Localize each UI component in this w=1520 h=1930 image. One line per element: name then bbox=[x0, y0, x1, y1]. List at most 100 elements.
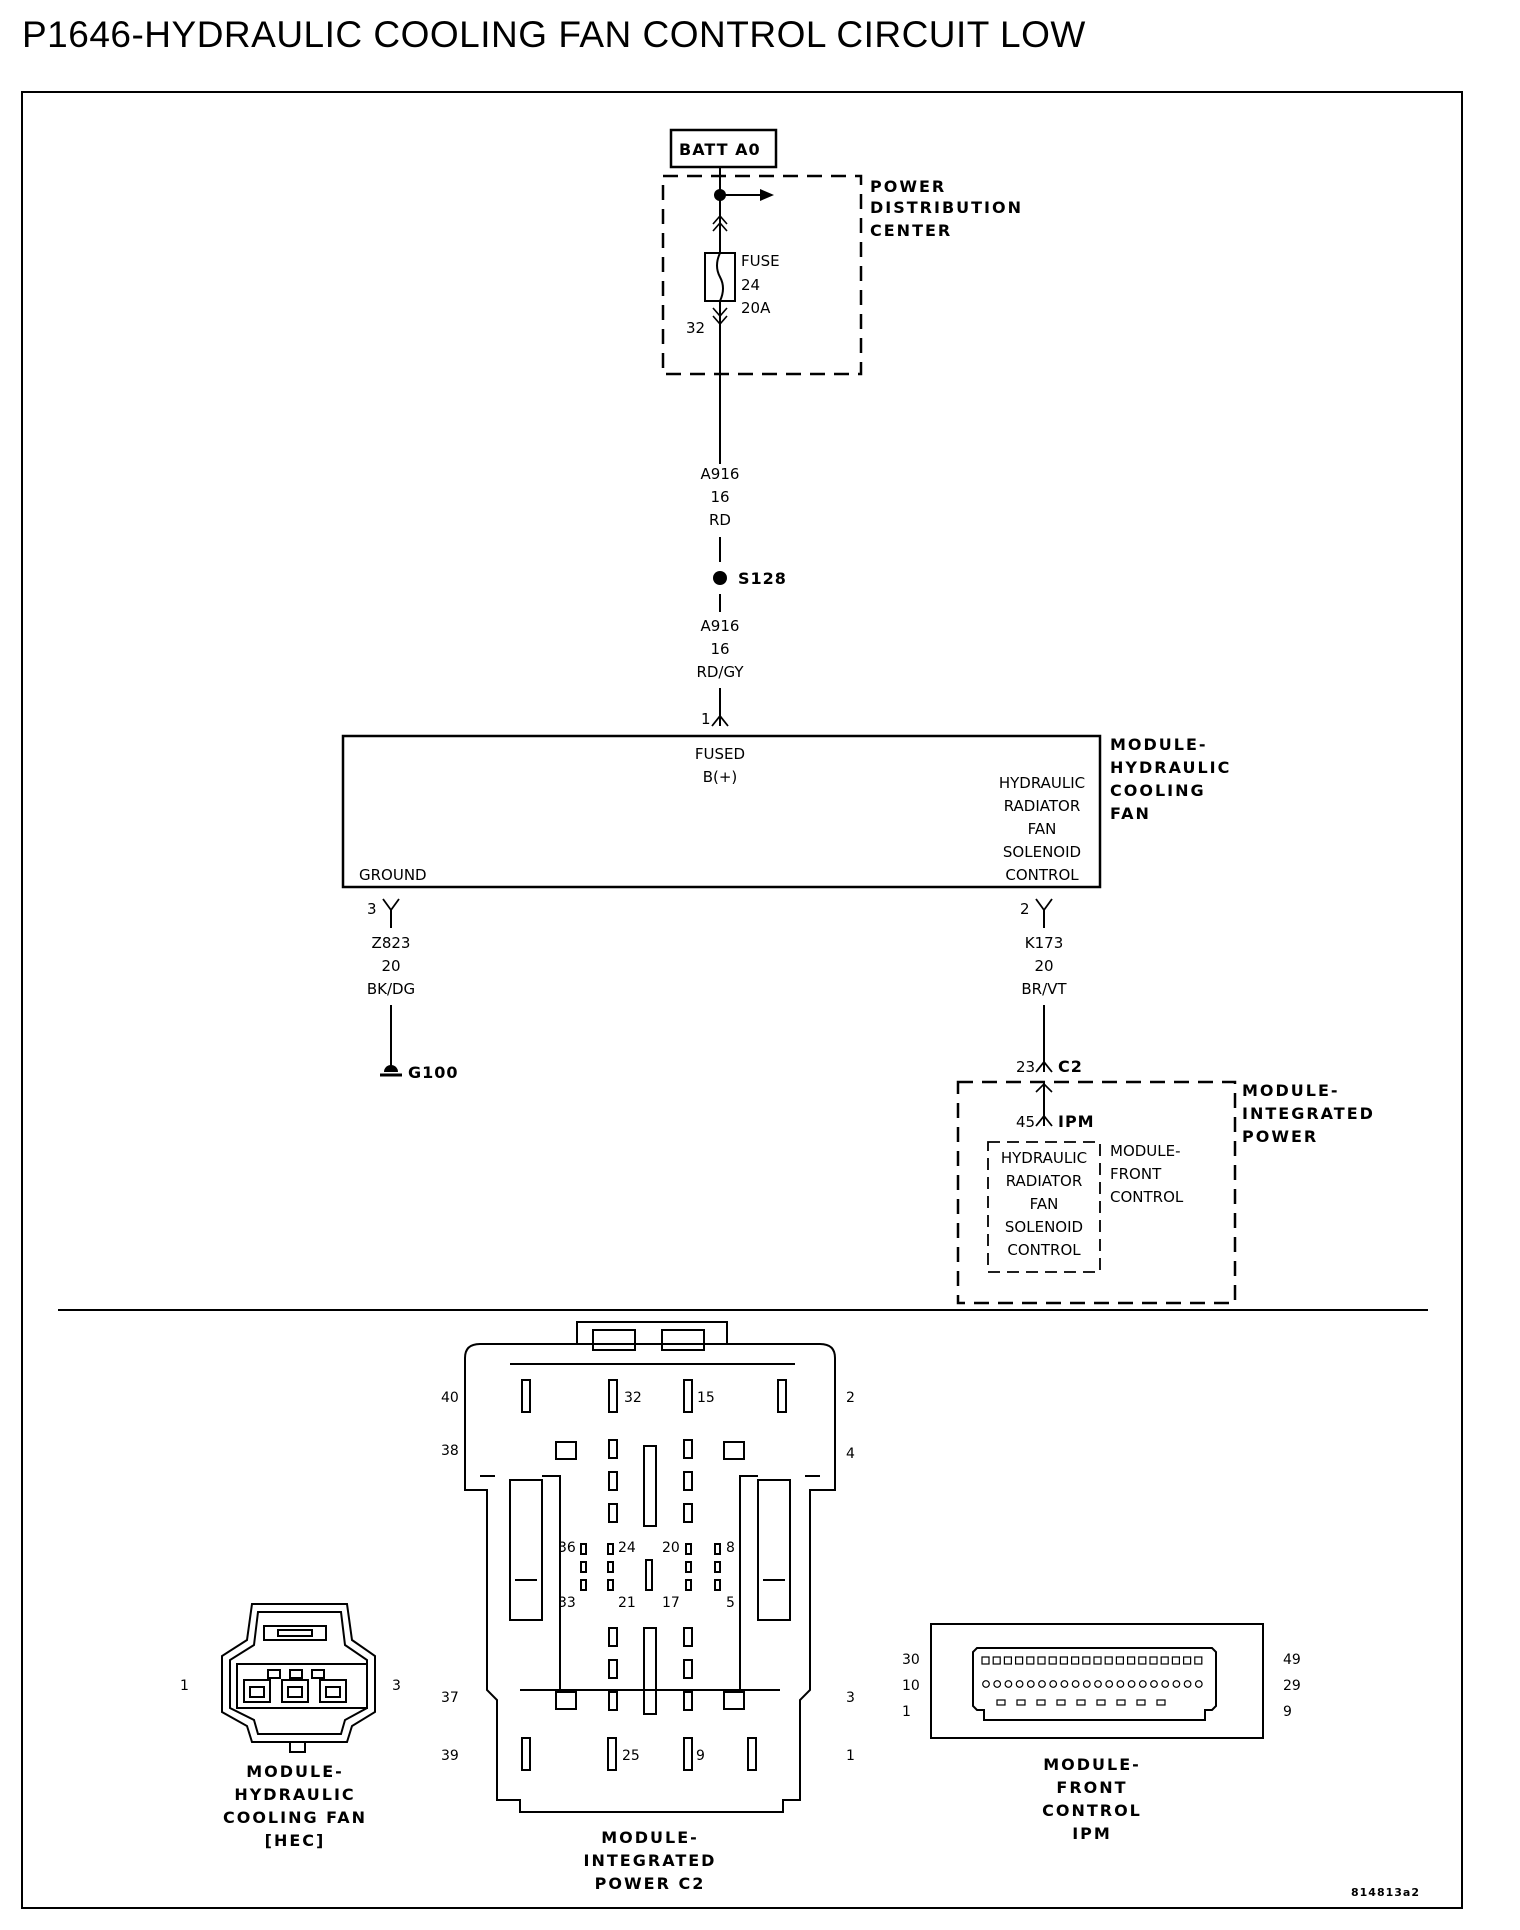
hcf-conn-label-2: HYDRAULIC bbox=[234, 1785, 355, 1804]
ipm-inner-text-2: RADIATOR bbox=[1006, 1172, 1083, 1190]
fcm-cavity bbox=[1082, 1680, 1091, 1688]
ipm-inner-text-4: SOLENOID bbox=[1005, 1218, 1083, 1236]
fcm-cavity bbox=[1160, 1656, 1169, 1665]
fcm-pin-29: 29 bbox=[1283, 1678, 1301, 1694]
fcm-cavity bbox=[1048, 1656, 1057, 1665]
fcm-cavity bbox=[1026, 1656, 1035, 1665]
fcm-cavity bbox=[1014, 1656, 1024, 1665]
fcm-cavity bbox=[1183, 1680, 1192, 1688]
c2-pin-36: 36 bbox=[558, 1540, 576, 1556]
hcf-module-label-3: COOLING bbox=[1110, 781, 1206, 800]
wire-control-circuit: K173 bbox=[1025, 934, 1063, 952]
fcm-label-3: CONTROL bbox=[1110, 1188, 1184, 1206]
fcm-conn-label-4: IPM bbox=[1072, 1824, 1112, 1843]
c2-pin-9: 9 bbox=[696, 1748, 705, 1764]
integrated-power-module: MODULE- INTEGRATED POWER bbox=[956, 1080, 1373, 1305]
fcm-cavity bbox=[1015, 1680, 1024, 1688]
c2-pin-37: 37 bbox=[441, 1690, 459, 1706]
fcm-cavity bbox=[992, 1656, 1001, 1665]
c2-pin-24: 24 bbox=[618, 1540, 636, 1556]
hcf-module-label-2: HYDRAULIC bbox=[1110, 758, 1231, 777]
fcm-cavity bbox=[1138, 1680, 1147, 1688]
fcm-cavity bbox=[1156, 1699, 1166, 1706]
fcm-cavity bbox=[1116, 1699, 1126, 1706]
fcm-cavity bbox=[1126, 1656, 1136, 1665]
fcm-cavity bbox=[1037, 1656, 1046, 1665]
fcm-connector-view bbox=[930, 1623, 1264, 1739]
fcm-cavity bbox=[1038, 1680, 1046, 1688]
wire-control-color: BR/VT bbox=[1021, 980, 1067, 998]
fcm-cavity bbox=[1004, 1680, 1013, 1688]
fcm-cavity bbox=[993, 1680, 1002, 1688]
ipm-inner-text-3: FAN bbox=[1030, 1195, 1059, 1213]
pdc-label-3: CENTER bbox=[870, 221, 952, 240]
hcf-control-label-4: SOLENOID bbox=[1003, 843, 1081, 861]
fcm-pin-49: 49 bbox=[1283, 1652, 1301, 1668]
ipm-c2-label: C2 bbox=[1058, 1057, 1083, 1076]
fcm-cavity bbox=[1093, 1656, 1102, 1665]
fcm-cavity bbox=[996, 1699, 1006, 1706]
fcm-cavity bbox=[1105, 1680, 1114, 1688]
c2-pin-20: 20 bbox=[662, 1540, 680, 1556]
fused-label-2: B(+) bbox=[703, 768, 738, 786]
hcf-control-label-1: HYDRAULIC bbox=[999, 774, 1085, 792]
hcf-conn-pin-1: 1 bbox=[180, 1678, 189, 1694]
fcm-cavity bbox=[1115, 1656, 1125, 1665]
fcm-cavity bbox=[1104, 1656, 1113, 1665]
figure-id: 814813a2 bbox=[1351, 1886, 1420, 1899]
fcm-cavity bbox=[1016, 1699, 1026, 1706]
ipm-inner-label: IPM bbox=[1058, 1112, 1095, 1131]
pdc-cavity-number: 32 bbox=[686, 319, 705, 337]
c2-pin-39: 39 bbox=[441, 1748, 459, 1764]
fcm-cavity bbox=[1070, 1656, 1080, 1665]
batt-a0-box: BATT A0 bbox=[669, 128, 778, 169]
page-title: P1646-HYDRAULIC COOLING FAN CONTROL CIRC… bbox=[22, 14, 1086, 55]
hcf-pin-ground: 3 bbox=[367, 900, 377, 918]
hcf-pin-fused: 1 bbox=[701, 710, 711, 728]
hcf-control-label-3: FAN bbox=[1028, 820, 1057, 838]
hcf-module-label-1: MODULE- bbox=[1110, 735, 1208, 754]
fcm-cavity bbox=[1094, 1680, 1102, 1688]
hcf-module-label-4: FAN bbox=[1110, 804, 1151, 823]
pdc-label-1: POWER bbox=[870, 177, 946, 196]
c2-conn-label-2: INTEGRATED bbox=[584, 1851, 717, 1870]
c2-conn-label-1: MODULE- bbox=[601, 1828, 699, 1847]
fcm-cavity bbox=[1171, 1656, 1181, 1665]
hcf-conn-label-1: MODULE- bbox=[246, 1762, 344, 1781]
fcm-cavity bbox=[1127, 1680, 1136, 1688]
fcm-cavity bbox=[1182, 1656, 1192, 1665]
fcm-cavity bbox=[1149, 1656, 1158, 1665]
fcm-conn-label-3: CONTROL bbox=[1042, 1801, 1142, 1820]
fcm-cavity bbox=[1161, 1680, 1170, 1688]
fcm-cavity bbox=[1138, 1656, 1147, 1665]
ipm-inner-text-1: HYDRAULIC bbox=[1001, 1149, 1087, 1167]
fcm-cavity bbox=[1056, 1699, 1066, 1706]
hcf-control-label-5: CONTROL bbox=[1005, 866, 1079, 884]
ground-point-label: G100 bbox=[408, 1063, 459, 1082]
fcm-label-2: FRONT bbox=[1110, 1165, 1162, 1183]
fcm-cavity bbox=[1194, 1656, 1203, 1665]
ipm-c2-connector-view bbox=[464, 1321, 836, 1813]
c2-pin-17: 17 bbox=[662, 1595, 680, 1611]
ipm-inner-pin: 45 bbox=[1016, 1113, 1035, 1131]
c2-pin-3: 3 bbox=[846, 1690, 855, 1706]
fcm-cavity bbox=[1096, 1699, 1106, 1706]
fcm-label-1: MODULE- bbox=[1110, 1142, 1181, 1160]
fcm-pin-10: 10 bbox=[902, 1678, 920, 1694]
fcm-cavity bbox=[1136, 1699, 1146, 1706]
fuse-label-1: FUSE bbox=[741, 252, 780, 270]
fcm-conn-label-1: MODULE- bbox=[1043, 1755, 1141, 1774]
fcm-cavity bbox=[1049, 1680, 1058, 1688]
fcm-cavity bbox=[1003, 1656, 1013, 1665]
fcm-cavity bbox=[1071, 1680, 1080, 1688]
fcm-pin-cavities bbox=[981, 1656, 1203, 1706]
c2-pin-5: 5 bbox=[726, 1595, 735, 1611]
fcm-cavity bbox=[1150, 1680, 1158, 1688]
fcm-cavity bbox=[1194, 1680, 1203, 1688]
wire-mid-circuit: A916 bbox=[701, 617, 740, 635]
front-control-module: HYDRAULIC RADIATOR FAN SOLENOID CONTROL … bbox=[987, 1141, 1184, 1273]
c2-pin-40: 40 bbox=[441, 1390, 459, 1406]
hcf-conn-pin-3: 3 bbox=[392, 1678, 401, 1694]
c2-pin-32: 32 bbox=[624, 1390, 642, 1406]
